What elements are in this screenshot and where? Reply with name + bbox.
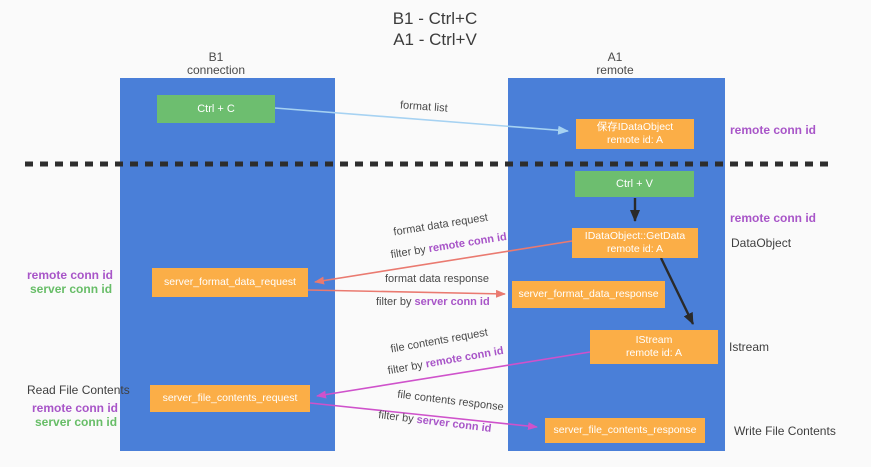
annotation-remote-conn-id-left-2: remote conn id	[32, 401, 119, 415]
node-idataobject-getdata-line1: IDataObject::GetData	[584, 230, 686, 242]
diagram-title: B1 - Ctrl+C A1 - Ctrl+V	[350, 8, 520, 50]
node-istream-line2: remote id: A	[625, 347, 683, 359]
node-ctrl-v-label: Ctrl + V	[616, 177, 653, 190]
filter-key-server-conn-id: server conn id	[415, 413, 493, 435]
arrow-format-data-response	[307, 289, 506, 298]
node-server-file-contents-response-label: server_file_contents_response	[553, 424, 697, 436]
filter-prefix: filter by	[376, 296, 415, 308]
arrow-label-filter-by-server-2: filter by server conn id	[378, 409, 492, 435]
annotation-remote-conn-id-right-2: remote conn id	[730, 211, 817, 225]
filter-prefix: filter by	[386, 358, 427, 378]
arrow-label-format-list: format list	[399, 99, 449, 115]
arrow-label-file-contents-response: file contents response	[396, 388, 505, 414]
node-server-file-contents-response: server_file_contents_response	[545, 418, 705, 443]
node-server-format-data-request-label: server_format_data_request	[164, 276, 296, 288]
node-server-file-contents-request: server_file_contents_request	[150, 385, 310, 412]
node-server-format-data-request: server_format_data_request	[152, 268, 308, 297]
arrow-label-filter-by-server-1: filter by server conn id	[376, 296, 490, 308]
column-b1-name: B1	[208, 50, 224, 64]
annotation-read-file-contents: Read File Contents	[27, 383, 130, 397]
column-header-a1: A1 remote	[556, 51, 674, 77]
column-a1-name: A1	[607, 50, 623, 64]
node-istream: IStream remote id: A	[590, 330, 718, 364]
filter-key-remote-conn-id: remote conn id	[424, 344, 505, 371]
node-istream-line1: IStream	[635, 334, 673, 346]
filter-key-server-conn-id: server conn id	[414, 296, 490, 308]
annotation-dataobject: DataObject	[731, 236, 792, 250]
annotation-remote-conn-id-right-1: remote conn id	[730, 123, 817, 137]
annotation-istream: Istream	[729, 340, 770, 354]
filter-prefix: filter by	[377, 409, 418, 426]
node-save-idataobject-line1: 保存IDataObject	[596, 121, 674, 133]
title-line-1: B1 - Ctrl+C	[392, 9, 478, 28]
column-b1-subtitle: connection	[186, 63, 246, 77]
arrow-label-format-data-request: format data request	[392, 211, 489, 239]
node-save-idataobject: 保存IDataObject remote id: A	[576, 119, 694, 149]
filter-prefix: filter by	[389, 243, 430, 262]
node-idataobject-getdata: IDataObject::GetData remote id: A	[572, 228, 698, 258]
column-header-b1: B1 connection	[157, 51, 275, 77]
annotation-remote-conn-id-left-1: remote conn id	[27, 268, 114, 282]
node-ctrl-v: Ctrl + V	[575, 171, 694, 197]
node-ctrl-c: Ctrl + C	[157, 95, 275, 123]
node-save-idataobject-line2: remote id: A	[606, 134, 664, 146]
annotation-server-conn-id-left-1: server conn id	[30, 282, 113, 296]
column-a1-subtitle: remote	[596, 63, 634, 77]
annotation-write-file-contents: Write File Contents	[734, 424, 836, 438]
node-server-format-data-response: server_format_data_response	[512, 281, 665, 308]
arrow-label-format-data-response: format data response	[385, 273, 489, 285]
node-server-file-contents-request-label: server_file_contents_request	[162, 392, 298, 404]
annotation-server-conn-id-left-2: server conn id	[35, 415, 118, 429]
filter-key-remote-conn-id: remote conn id	[427, 230, 508, 256]
node-server-format-data-response-label: server_format_data_response	[518, 288, 659, 300]
node-idataobject-getdata-line2: remote id: A	[606, 243, 664, 255]
title-line-2: A1 - Ctrl+V	[393, 30, 477, 49]
node-ctrl-c-label: Ctrl + C	[197, 102, 235, 115]
